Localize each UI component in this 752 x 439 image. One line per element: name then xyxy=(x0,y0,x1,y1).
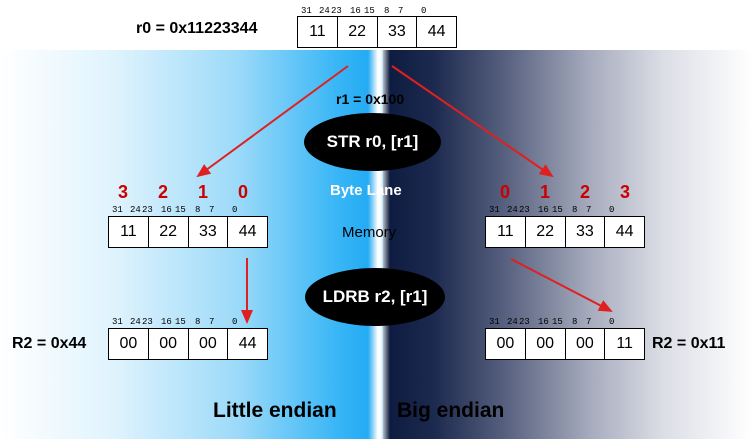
bit-index: 24 xyxy=(319,6,330,16)
bit-index: 24 xyxy=(130,317,141,327)
byte-cell: 33 xyxy=(187,217,228,247)
bit-index: 15 xyxy=(364,6,375,16)
byte-cell: 22 xyxy=(524,217,565,247)
bit-index: 15 xyxy=(175,205,186,215)
byte-cell: 33 xyxy=(564,217,605,247)
memory-label: Memory xyxy=(342,224,397,241)
byte-cell: 22 xyxy=(147,217,188,247)
lane-number: 1 xyxy=(197,182,208,202)
bit-index: 7 xyxy=(209,205,215,215)
little-endian-footer: Little endian xyxy=(213,399,337,422)
bit-index: 8 xyxy=(572,205,578,215)
bit-index: 16 xyxy=(538,205,549,215)
load-arrow-right xyxy=(510,258,613,312)
bit-index: 23 xyxy=(142,205,153,215)
store-arrow-right xyxy=(391,65,554,178)
bit-index: 7 xyxy=(398,6,404,16)
big-endian-result-label: R2 = 0x11 xyxy=(652,335,726,352)
byte-cell: 11 xyxy=(120,223,137,240)
byte-cell: 11 xyxy=(604,329,644,359)
byte-cell: 44 xyxy=(416,17,456,47)
bit-index: 23 xyxy=(519,317,530,327)
bit-index: 16 xyxy=(161,205,172,215)
bit-index: 16 xyxy=(350,6,361,16)
byte-cell: 00 xyxy=(496,335,515,352)
byte-cell: 11 xyxy=(309,23,326,40)
bit-index: 7 xyxy=(586,317,592,327)
byte-cell: 00 xyxy=(524,329,565,359)
bit-index: 0 xyxy=(421,6,427,16)
bit-index: 31 xyxy=(489,205,500,215)
bit-index: 16 xyxy=(161,317,172,327)
bit-index: 8 xyxy=(195,205,201,215)
lane-number: 0 xyxy=(237,182,248,202)
byte-cell: 22 xyxy=(336,17,377,47)
bit-index: 0 xyxy=(232,317,238,327)
bit-index: 31 xyxy=(489,317,500,327)
ldrb-instruction: LDRB r2, [r1] xyxy=(305,268,445,326)
byte-cell: 00 xyxy=(147,329,188,359)
ldrb-instruction-text: LDRB r2, [r1] xyxy=(322,287,428,306)
bit-index: 0 xyxy=(609,317,615,327)
bit-index: 0 xyxy=(232,205,238,215)
bit-index: 7 xyxy=(209,317,215,327)
byte-cell: 00 xyxy=(564,329,605,359)
bit-index: 7 xyxy=(586,205,592,215)
lane-number: 1 xyxy=(539,182,550,202)
bit-index: 15 xyxy=(552,205,563,215)
bit-index: 8 xyxy=(572,317,578,327)
byte-cell: 00 xyxy=(119,335,138,352)
lane-number: 2 xyxy=(157,182,168,202)
lane-number: 3 xyxy=(619,182,630,202)
bit-index: 24 xyxy=(507,317,518,327)
lane-number: 3 xyxy=(117,182,128,202)
byte-lane-label: Byte Lane xyxy=(330,182,402,199)
bit-index: 23 xyxy=(519,205,530,215)
bit-index: 24 xyxy=(507,205,518,215)
bit-index: 23 xyxy=(142,317,153,327)
big-endian-footer: Big endian xyxy=(397,399,505,422)
byte-cell: 44 xyxy=(227,217,267,247)
byte-cell: 44 xyxy=(227,329,267,359)
byte-cell: 44 xyxy=(604,217,644,247)
bit-index: 31 xyxy=(301,6,312,16)
r0-label: r0 = 0x11223344 xyxy=(136,20,258,37)
store-arrow-left xyxy=(196,65,349,178)
lane-number: 2 xyxy=(579,182,590,202)
byte-cell: 00 xyxy=(187,329,228,359)
bit-index: 16 xyxy=(538,317,549,327)
little-endian-result-label: R2 = 0x44 xyxy=(12,335,87,352)
byte-cell: 33 xyxy=(376,17,417,47)
bit-index: 8 xyxy=(384,6,390,16)
bit-index: 31 xyxy=(112,317,123,327)
bit-index: 15 xyxy=(175,317,186,327)
byte-cell: 11 xyxy=(497,223,514,240)
bit-index: 23 xyxy=(331,6,342,16)
bit-index: 24 xyxy=(130,205,141,215)
bit-index: 0 xyxy=(609,205,615,215)
bit-index: 8 xyxy=(195,317,201,327)
bit-index: 31 xyxy=(112,205,123,215)
bit-index: 15 xyxy=(552,317,563,327)
lane-number: 0 xyxy=(499,182,510,202)
str-instruction-text: STR r0, [r1] xyxy=(326,132,419,151)
str-instruction: STR r0, [r1] xyxy=(304,113,441,171)
r1-label: r1 = 0x100 xyxy=(336,91,405,107)
